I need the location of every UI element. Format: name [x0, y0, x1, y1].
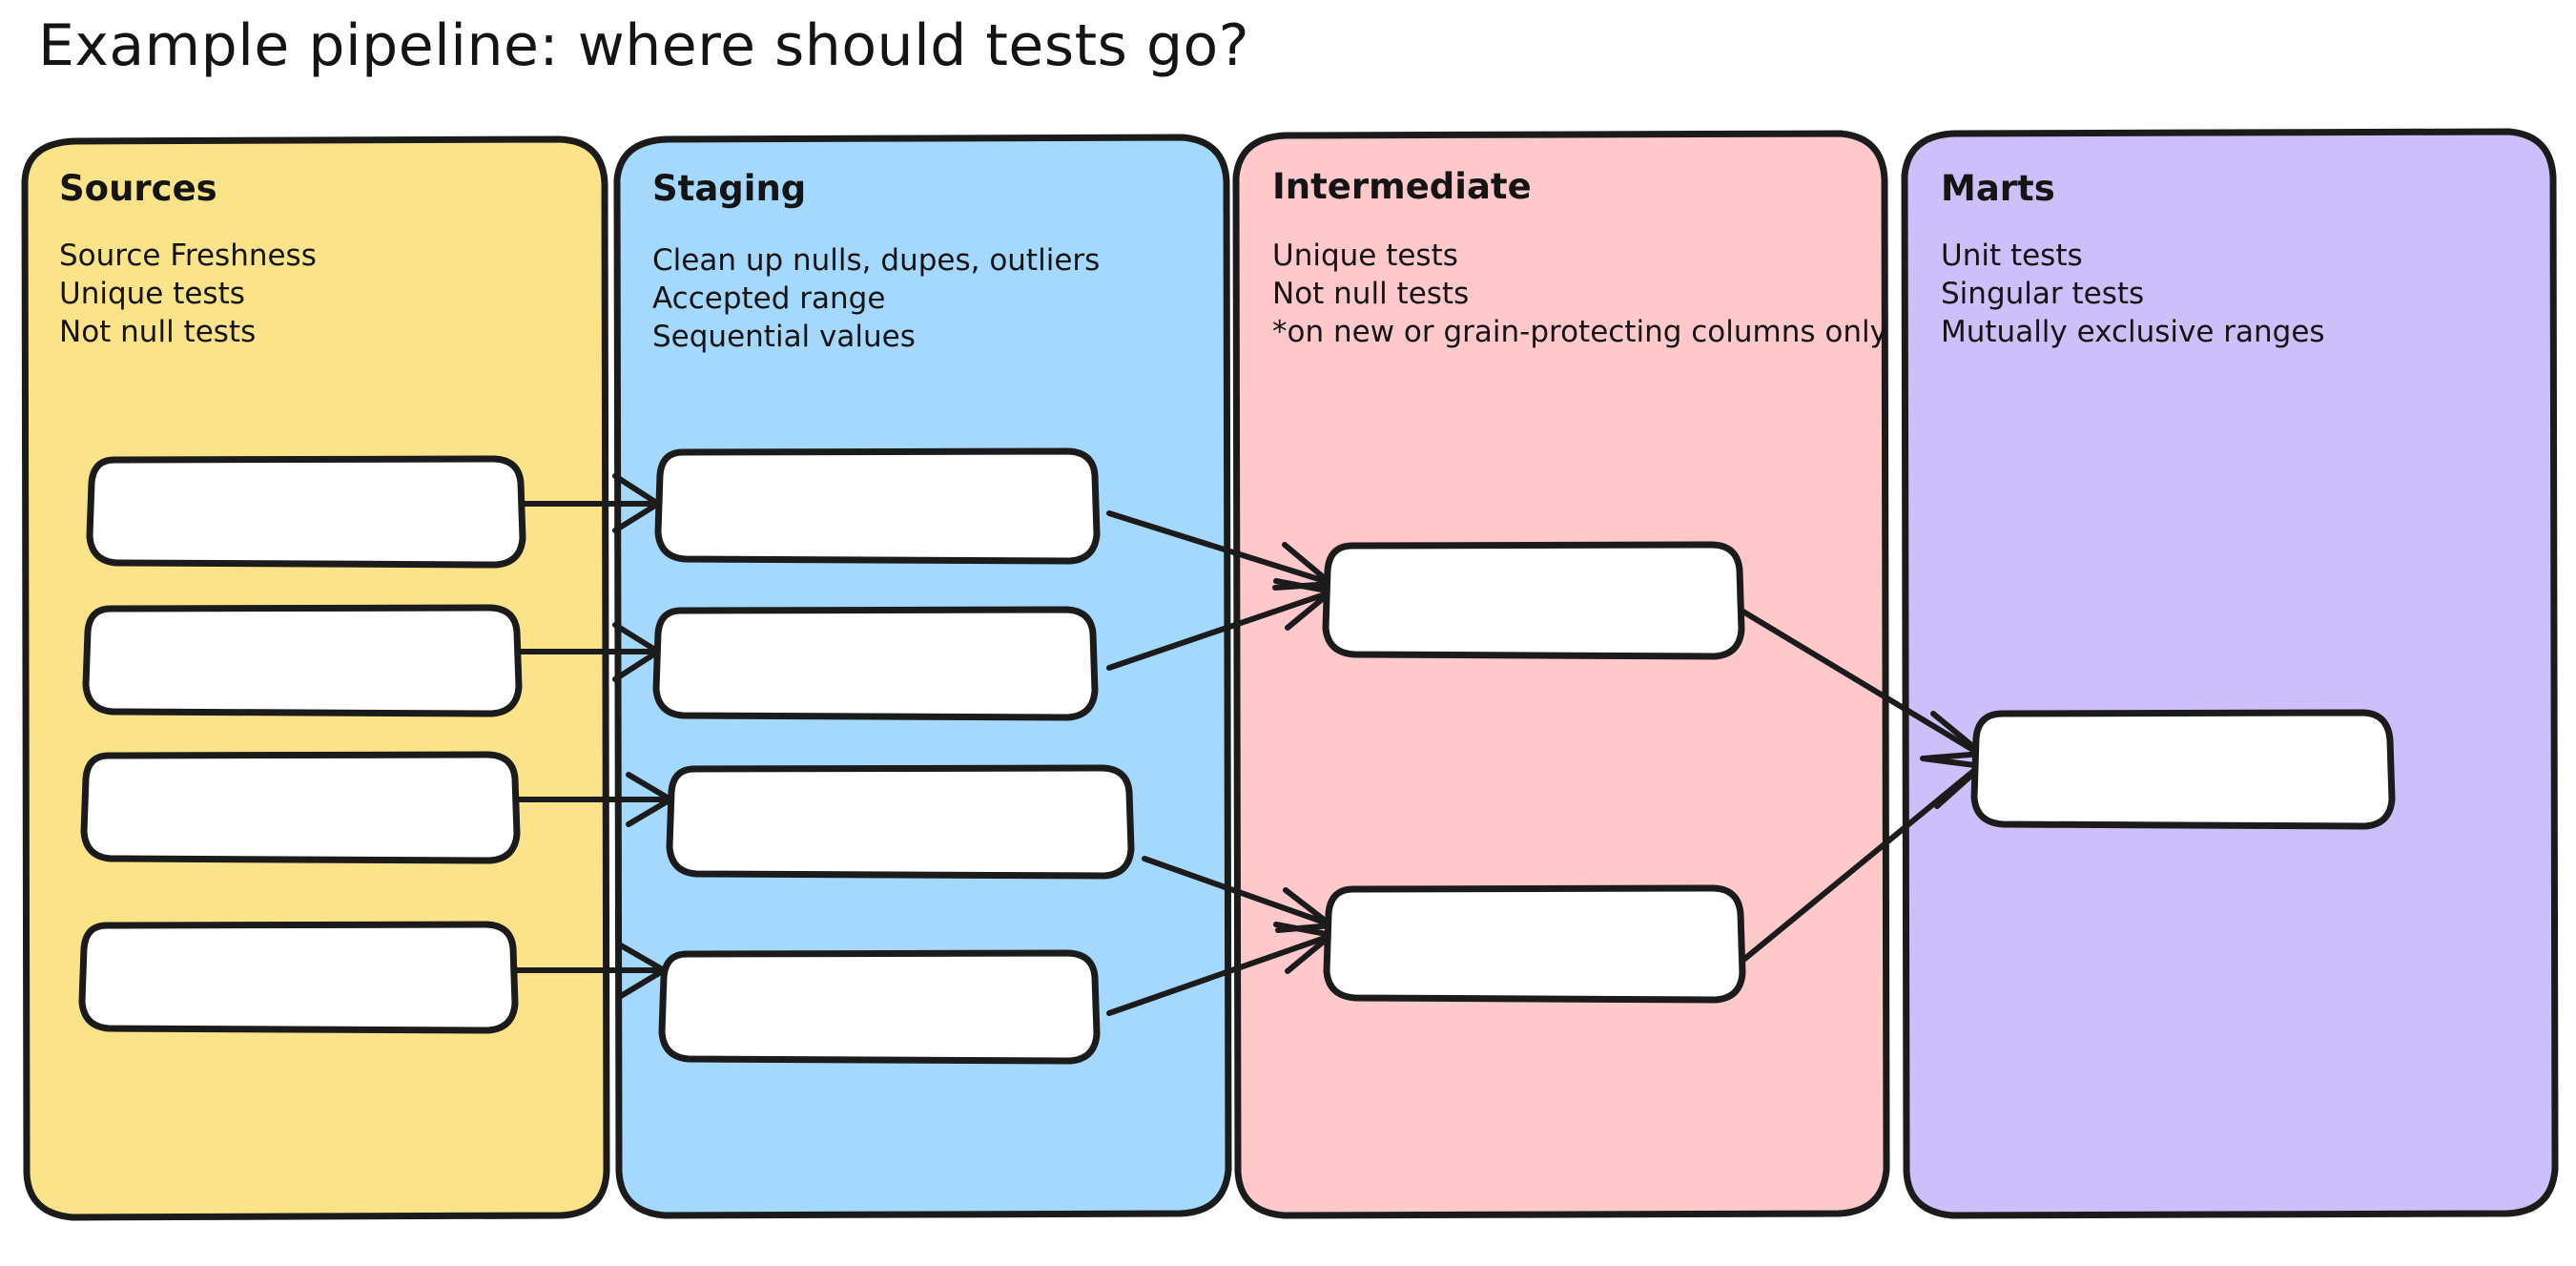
node-group-marts: [1970, 709, 2396, 830]
node-int-1[interactable]: [1322, 541, 1745, 660]
node-group-sources: [78, 455, 526, 1034]
page-title: Example pipeline: where should tests go?: [38, 12, 1249, 79]
panel-intermediate-line-2: Not null tests: [1272, 277, 1469, 311]
panel-marts-line-1: Unit tests: [1941, 239, 2083, 273]
node-src-4[interactable]: [78, 921, 519, 1034]
panel-staging-line-2: Accepted range: [652, 281, 885, 316]
panel-staging-line-3: Sequential values: [652, 320, 916, 354]
edge-layer: [512, 473, 1985, 1016]
panel-intermediate[interactable]: Intermediate Unique tests Not null tests…: [1232, 130, 1890, 1219]
panel-sources-line-2: Unique tests: [59, 277, 245, 311]
panel-marts-title: Marts: [1941, 168, 2055, 209]
node-stg-2[interactable]: [652, 606, 1099, 721]
node-src-1[interactable]: [86, 455, 526, 569]
panel-staging-line-1: Clean up nulls, dupes, outliers: [652, 243, 1100, 278]
panel-marts-line-2: Singular tests: [1941, 277, 2144, 311]
node-src-2[interactable]: [82, 604, 523, 717]
panel-sources-line-3: Not null tests: [59, 315, 256, 349]
node-int-2[interactable]: [1323, 884, 1746, 1004]
node-stg-3[interactable]: [666, 764, 1135, 880]
panel-intermediate-line-1: Unique tests: [1272, 239, 1458, 273]
node-stg-4[interactable]: [658, 949, 1101, 1065]
panel-marts[interactable]: Marts Unit tests Singular tests Mutually…: [1901, 128, 2559, 1219]
node-group-intermediate: [1322, 541, 1746, 1004]
panel-marts-line-3: Mutually exclusive ranges: [1941, 315, 2325, 349]
panel-staging-title: Staging: [652, 168, 806, 209]
panel-marts-background: [1901, 128, 2559, 1219]
panel-sources-line-1: Source Freshness: [59, 239, 317, 273]
node-mart-1[interactable]: [1970, 709, 2396, 830]
node-group-staging: [652, 447, 1135, 1065]
node-src-3[interactable]: [80, 751, 521, 864]
panel-intermediate-line-3: *on new or grain-protecting columns only: [1272, 315, 1887, 349]
panel-sources-title: Sources: [59, 168, 217, 209]
panel-intermediate-title: Intermediate: [1272, 166, 1532, 207]
node-stg-1[interactable]: [654, 447, 1101, 565]
